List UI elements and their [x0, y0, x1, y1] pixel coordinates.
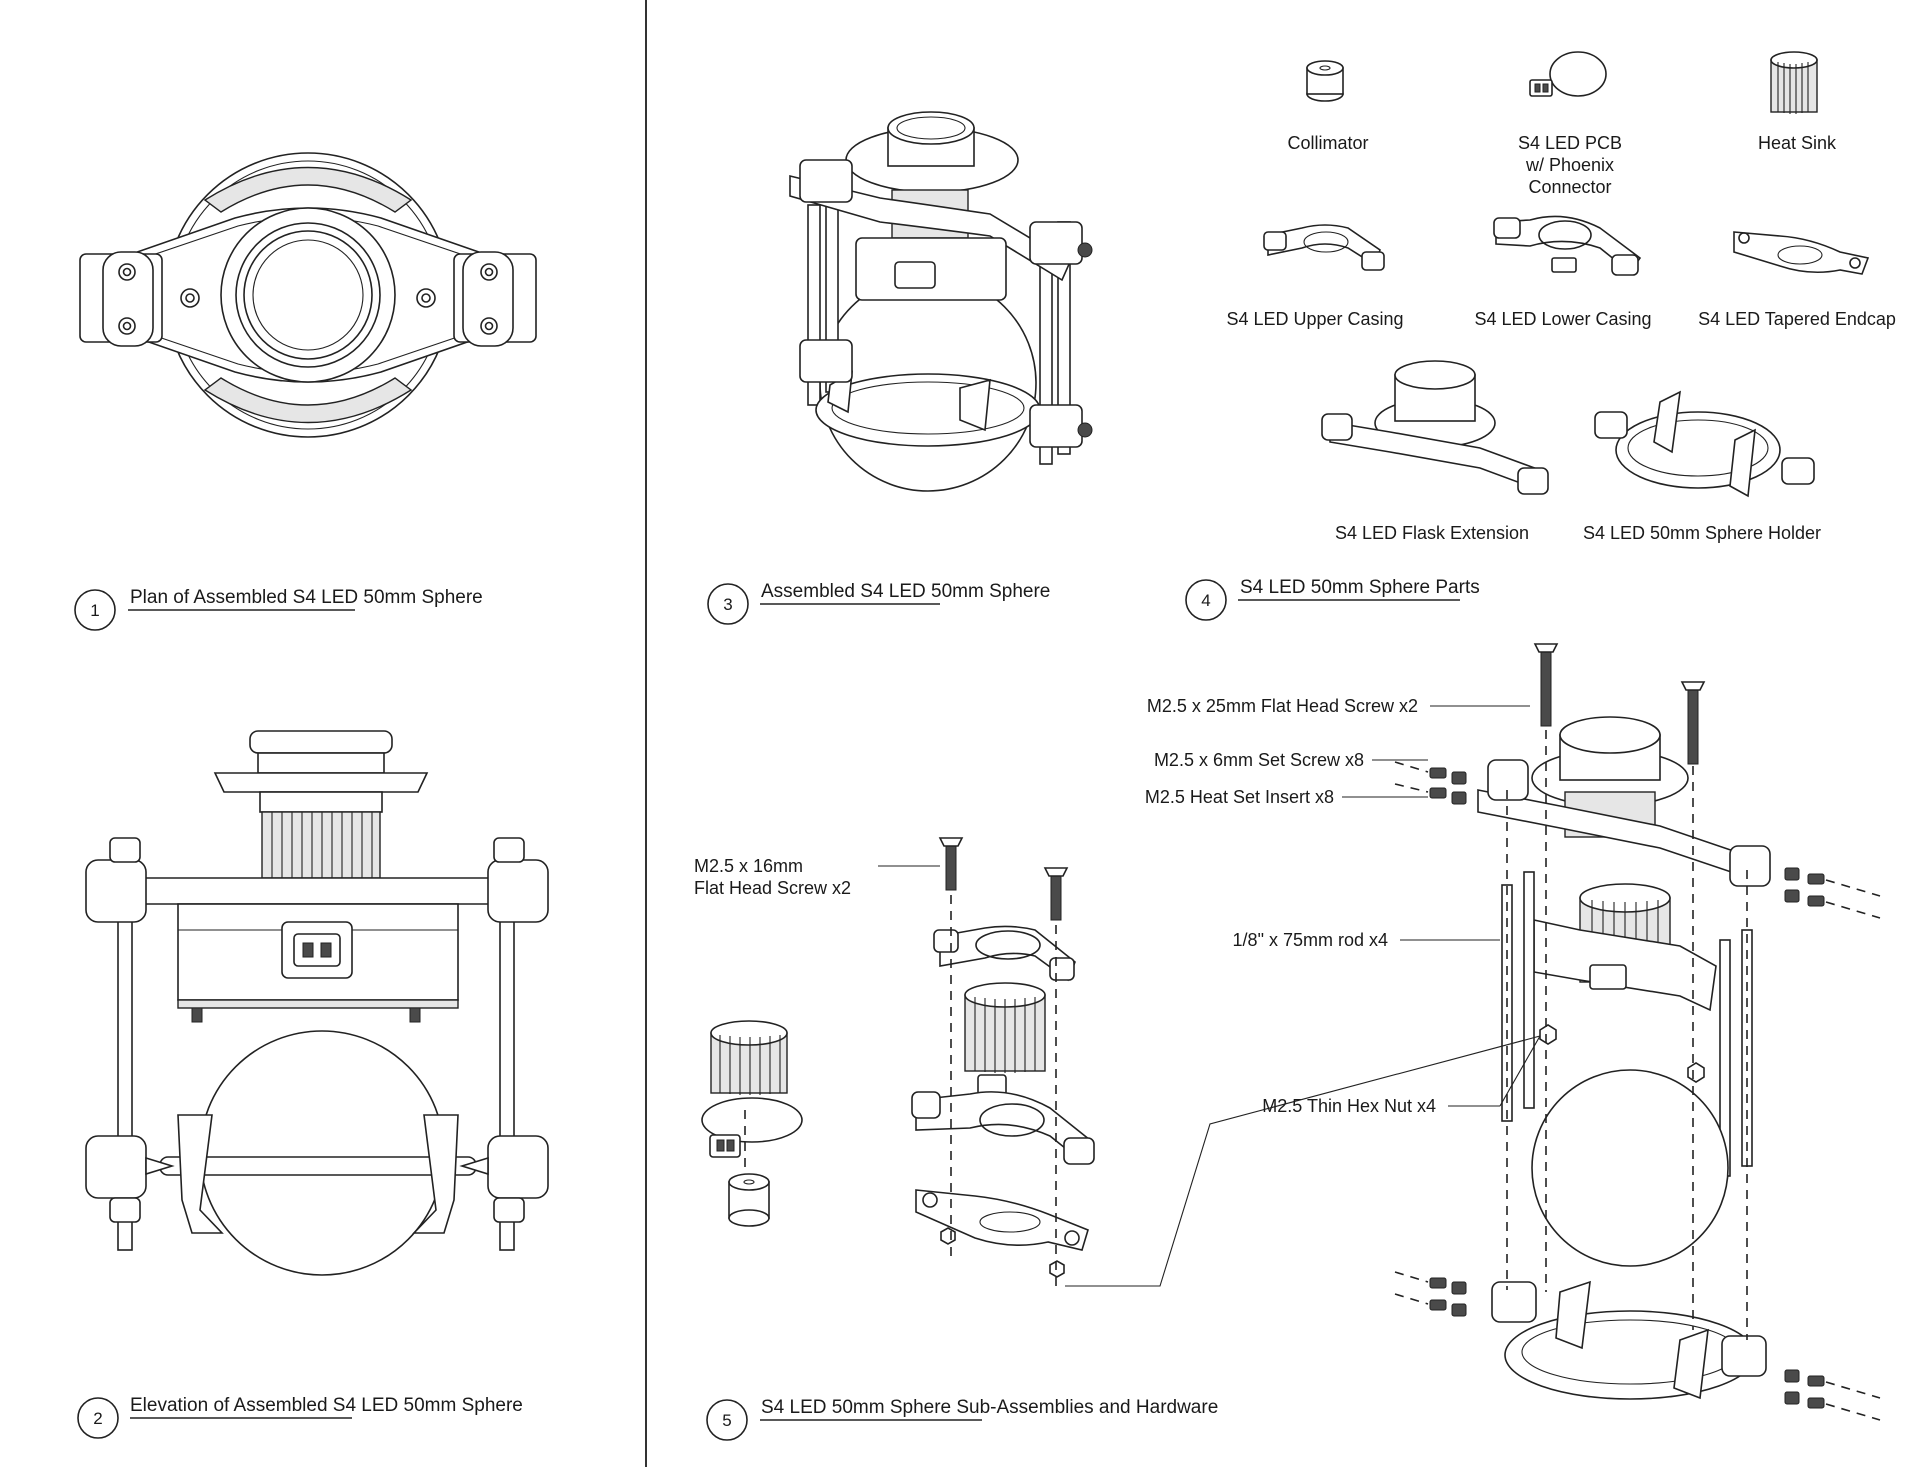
- view-1-number: 1: [90, 601, 99, 620]
- view-3-number: 3: [723, 595, 732, 614]
- collimator-label: Collimator: [1287, 133, 1368, 153]
- upper-casing-part: [1263, 224, 1385, 271]
- sphere-holder-label: S4 LED 50mm Sphere Holder: [1583, 523, 1821, 543]
- pcb-label-line-3: Connector: [1528, 177, 1611, 197]
- tapered-endcap-label: S4 LED Tapered Endcap: [1698, 309, 1896, 329]
- sub-assembly-led-drawing: [701, 1020, 803, 1227]
- view-3-caption: 3 Assembled S4 LED 50mm Sphere: [707, 581, 1050, 625]
- view-1-caption-text: Plan of Assembled S4 LED 50mm Sphere: [130, 587, 483, 608]
- lower-casing-part: [1493, 215, 1642, 276]
- flat-head-16mm-label-line-1: M2.5 x 16mm: [694, 856, 803, 876]
- sphere-holder-part: [1594, 390, 1815, 498]
- hardware-labels: M2.5 x 25mm Flat Head Screw x2 M2.5 x 6m…: [694, 696, 1436, 1116]
- assembled-drawing: [789, 111, 1093, 492]
- heat-sink-part: [1770, 51, 1818, 114]
- view-2-number: 2: [93, 1409, 102, 1428]
- lower-casing-label: S4 LED Lower Casing: [1474, 309, 1651, 329]
- elevation-drawing: [85, 730, 549, 1276]
- view-4-number: 4: [1201, 591, 1210, 610]
- set-screw-label: M2.5 x 6mm Set Screw x8: [1154, 750, 1364, 770]
- parts-labels: Collimator S4 LED PCB w/ Phoenix Connect…: [1226, 133, 1895, 543]
- view-2-caption-text: Elevation of Assembled S4 LED 50mm Spher…: [130, 1395, 523, 1416]
- leader-lines: [878, 705, 1541, 1287]
- hex-nut-label: M2.5 Thin Hex Nut x4: [1262, 1096, 1436, 1116]
- pcb-label-line-1: S4 LED PCB: [1518, 133, 1622, 153]
- collimator-part: [1306, 60, 1344, 102]
- view-1-caption: 1 Plan of Assembled S4 LED 50mm Sphere: [74, 587, 483, 631]
- view-2-caption: 2 Elevation of Assembled S4 LED 50mm Sph…: [77, 1395, 523, 1439]
- view-4-caption: 4 S4 LED 50mm Sphere Parts: [1185, 577, 1480, 621]
- pcb-label-line-2: w/ Phoenix: [1525, 155, 1614, 175]
- view-4-caption-text: S4 LED 50mm Sphere Parts: [1240, 577, 1480, 598]
- view-5-number: 5: [722, 1411, 731, 1430]
- flask-extension-part: [1321, 360, 1549, 495]
- heat-sink-label: Heat Sink: [1758, 133, 1837, 153]
- plan-drawing: [79, 152, 537, 438]
- view-5-caption-text: S4 LED 50mm Sphere Sub-Assemblies and Ha…: [761, 1397, 1218, 1418]
- flat-head-16mm-label-line-2: Flat Head Screw x2: [694, 878, 851, 898]
- flask-extension-label: S4 LED Flask Extension: [1335, 523, 1529, 543]
- parts-drawings: [1263, 51, 1870, 498]
- pcb-part: [1529, 51, 1607, 97]
- view-5-caption: 5 S4 LED 50mm Sphere Sub-Assemblies and …: [706, 1397, 1218, 1441]
- tapered-endcap-part: [1733, 231, 1870, 275]
- upper-casing-label: S4 LED Upper Casing: [1226, 309, 1403, 329]
- view-3-caption-text: Assembled S4 LED 50mm Sphere: [761, 581, 1050, 602]
- flat-head-25mm-label: M2.5 x 25mm Flat Head Screw x2: [1147, 696, 1418, 716]
- rod-label: 1/8" x 75mm rod x4: [1233, 930, 1388, 950]
- exploded-assembly-drawing: [1394, 643, 1881, 1421]
- sub-assembly-casing-drawing: [911, 837, 1095, 1290]
- heat-set-insert-label: M2.5 Heat Set Insert x8: [1145, 787, 1334, 807]
